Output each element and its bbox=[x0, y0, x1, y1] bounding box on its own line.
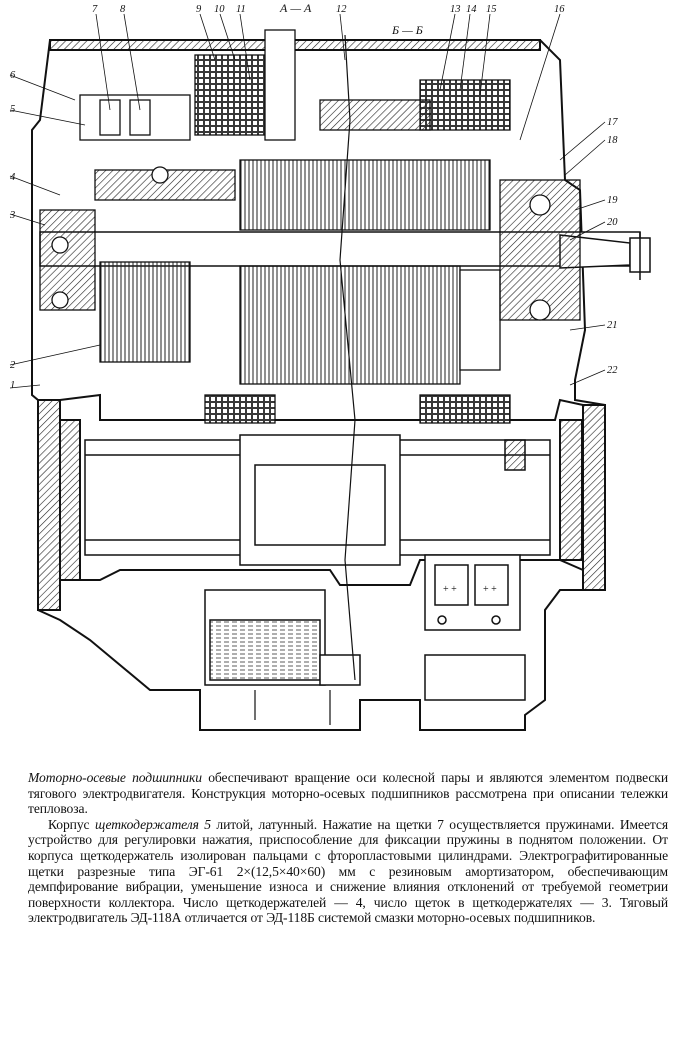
callout-8: 8 bbox=[120, 4, 126, 15]
term-brush-holder: щеткодержателя 5 bbox=[94, 816, 211, 832]
callout-5: 5 bbox=[10, 104, 15, 115]
callout-20: 20 bbox=[607, 217, 618, 228]
frame-walls bbox=[59, 393, 584, 586]
paragraph-bearings: Моторно-осевые подшипники обеспечивают в… bbox=[28, 770, 668, 817]
callout-1: 1 bbox=[10, 380, 15, 391]
callout-17: 17 bbox=[607, 117, 618, 128]
callout-7: 7 bbox=[92, 4, 98, 15]
callout-18: 18 bbox=[607, 135, 618, 146]
callout-9: 9 bbox=[196, 4, 202, 15]
section-label-b: Б — Б bbox=[391, 23, 423, 37]
section-cut-line bbox=[339, 34, 356, 681]
term-motor-axle-bearings: Моторно-осевые подшипники bbox=[28, 770, 202, 785]
body-text: Моторно-осевые подшипники обеспечивают в… bbox=[28, 770, 668, 926]
callout-2: 2 bbox=[10, 360, 16, 371]
paragraph-brush-holder: Корпус щеткодержателя 5 литой, латунный.… bbox=[28, 816, 668, 926]
callout-15: 15 bbox=[486, 4, 497, 15]
callout-11: 11 bbox=[236, 4, 246, 15]
oil-bath bbox=[204, 589, 361, 725]
callout-19: 19 bbox=[607, 195, 618, 206]
callout-22: 22 bbox=[607, 365, 618, 376]
armature-core bbox=[239, 159, 501, 385]
commutator bbox=[94, 169, 236, 363]
axle-bearing-housing bbox=[84, 434, 551, 566]
callout-leaders bbox=[9, 13, 606, 389]
brush-holder bbox=[79, 94, 191, 184]
section-label-a: А — А bbox=[279, 1, 312, 15]
callout-labels: 1 2 3 4 5 6 7 8 9 10 11 12 13 14 15 16 1… bbox=[9, 1, 618, 391]
callout-6: 6 bbox=[10, 70, 16, 81]
callout-4: 4 bbox=[10, 172, 16, 183]
callout-12: 12 bbox=[336, 4, 347, 15]
callout-3: 3 bbox=[9, 210, 15, 221]
callout-21: 21 bbox=[607, 320, 618, 331]
svg-text:+ +: + + bbox=[443, 584, 457, 595]
callout-13: 13 bbox=[450, 4, 461, 15]
callout-14: 14 bbox=[466, 4, 477, 15]
terminal-box: + + + + bbox=[424, 554, 526, 701]
field-coils bbox=[194, 29, 511, 424]
callout-16: 16 bbox=[554, 4, 565, 15]
motor-cross-section-drawing: + + + + bbox=[9, 1, 651, 731]
bearings bbox=[39, 179, 581, 321]
svg-text:+ +: + + bbox=[483, 584, 497, 595]
callout-10: 10 bbox=[214, 4, 225, 15]
